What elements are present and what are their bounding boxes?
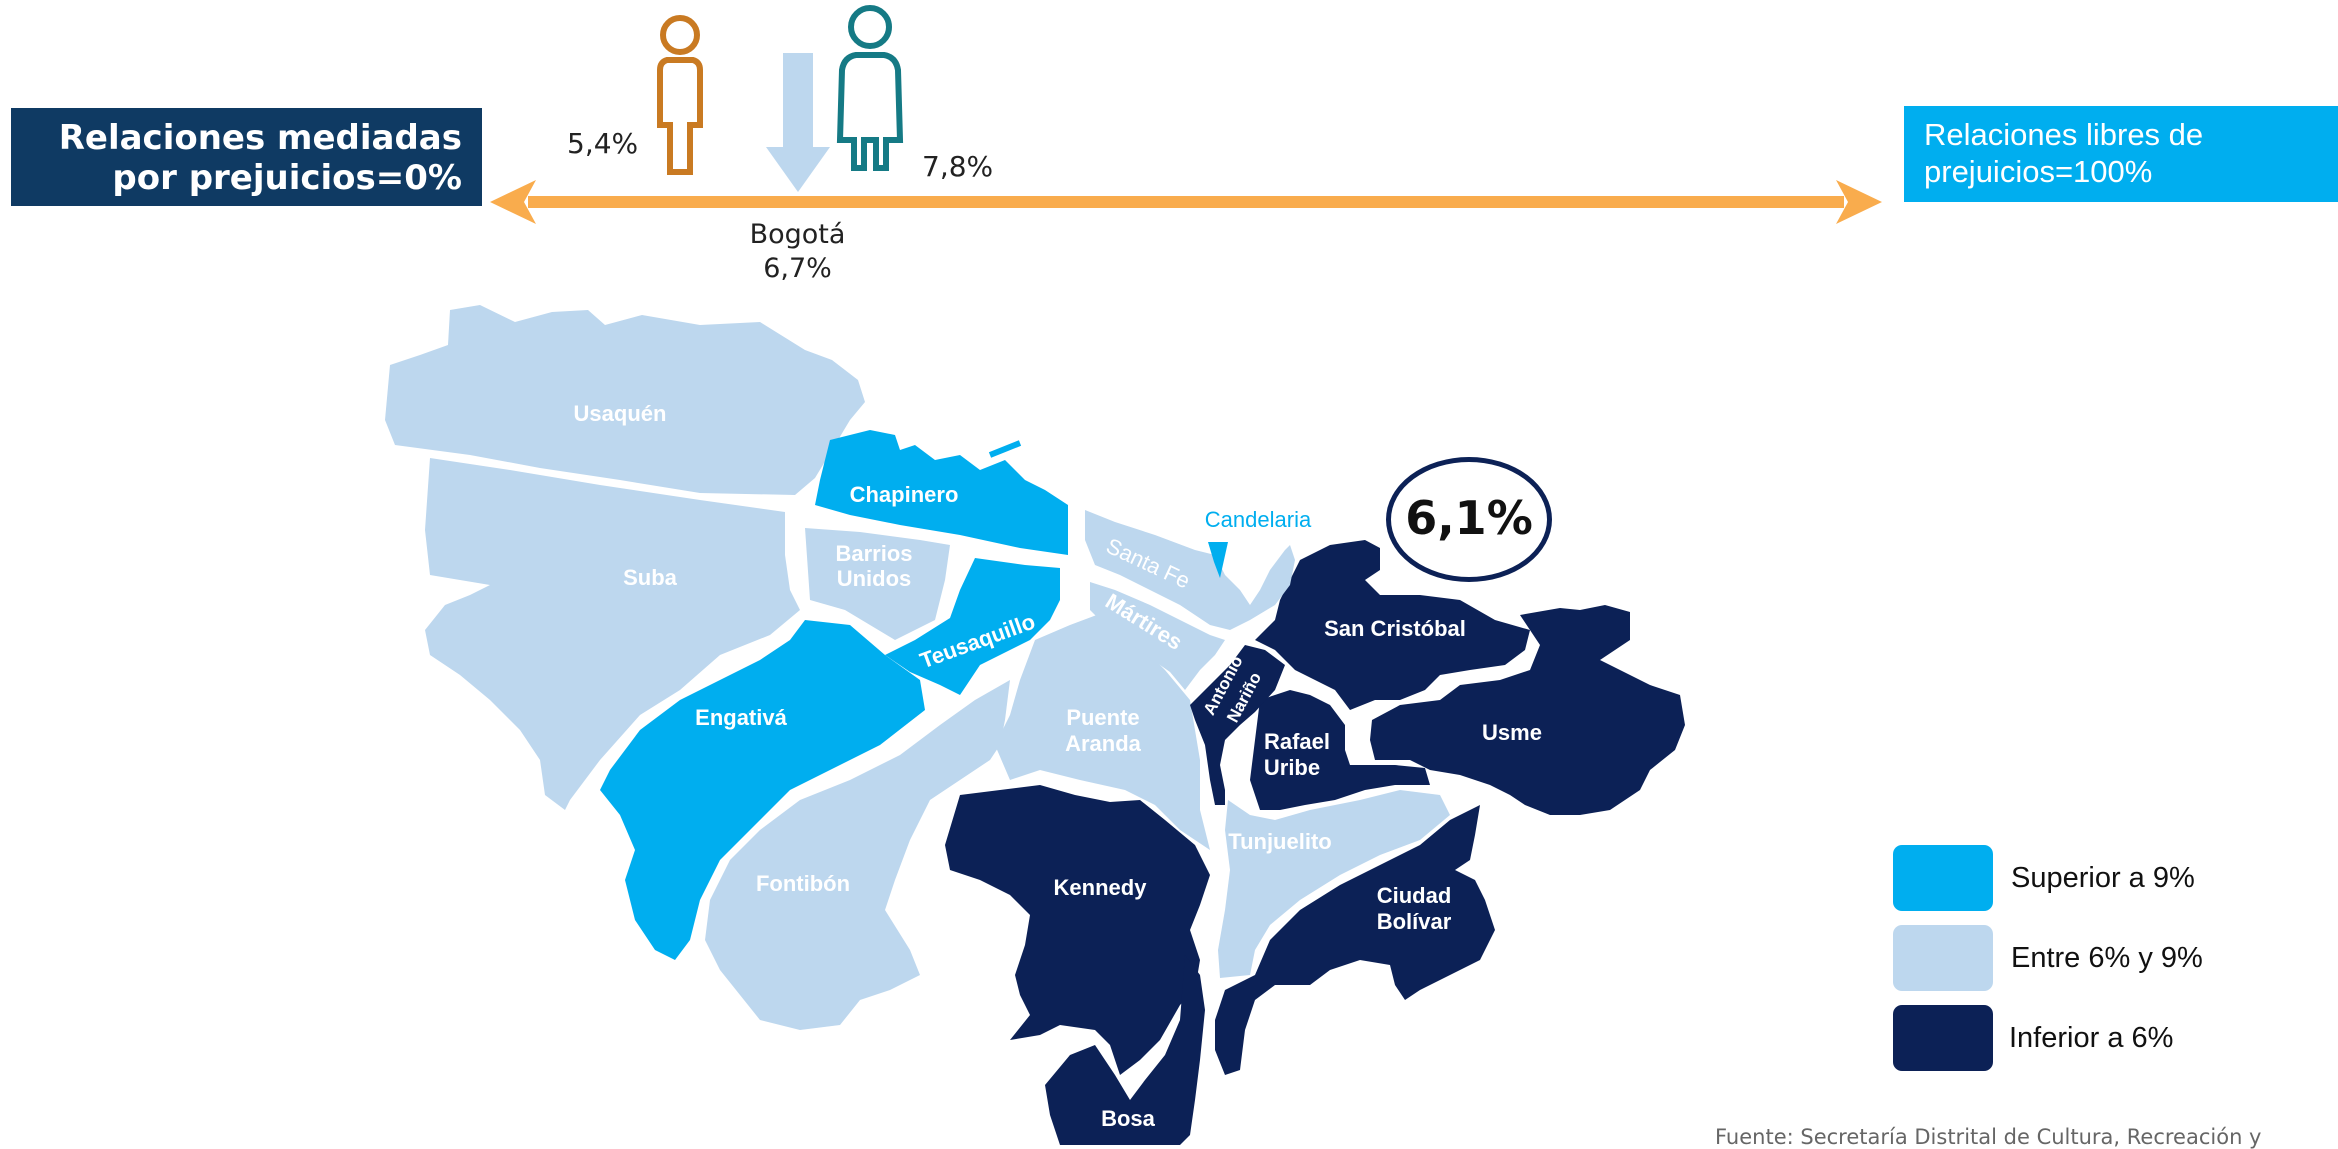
label-ciudad-bolivar-2: Bolívar [1377, 909, 1452, 934]
legend-swatch-high [1893, 845, 1993, 911]
label-engativa: Engativá [695, 705, 787, 730]
locality-suba[interactable] [425, 458, 800, 810]
locality-kennedy[interactable] [945, 785, 1210, 1075]
scale-left-label: Relaciones mediadas por prejuicios=0% [11, 108, 482, 206]
locality-usme[interactable] [1370, 605, 1685, 815]
men-value: 5,4% [567, 127, 639, 160]
legend-item-high: Superior a 9% [1893, 845, 2203, 911]
label-rafael-uribe-1: Rafael [1264, 729, 1330, 754]
bogota-value: Bogotá 6,7% [735, 218, 860, 286]
label-candelaria: Candelaria [1205, 507, 1312, 532]
scale-right-label: Relaciones libres de prejuicios=100% [1904, 106, 2338, 202]
label-rafael-uribe-2: Uribe [1264, 755, 1320, 780]
label-ciudad-bolivar-1: Ciudad [1377, 883, 1452, 908]
locality-santa-fe[interactable] [1085, 510, 1295, 630]
man-icon [657, 15, 703, 175]
source-note: Fuente: Secretaría Distrital de Cultura,… [1715, 1125, 2262, 1149]
label-san-cristobal: San Cristóbal [1324, 616, 1466, 641]
legend-swatch-mid [1893, 925, 1993, 991]
label-suba: Suba [623, 565, 678, 590]
locality-barrios-unidos[interactable] [805, 528, 950, 640]
locality-usaquen[interactable] [385, 305, 865, 495]
locality-ciudad-bolivar[interactable] [1215, 805, 1495, 1075]
label-barrios-unidos-1: Barrios [835, 541, 912, 566]
legend-item-low: Inferior a 6% [1893, 1005, 2203, 1071]
woman-icon [836, 5, 904, 171]
locality-chapinero[interactable] [815, 430, 1068, 555]
locality-antonio-narino[interactable] [1190, 645, 1285, 805]
women-value: 7,8% [922, 150, 994, 183]
locality-engativa[interactable] [600, 620, 925, 960]
legend-label-high: Superior a 9% [2011, 861, 2195, 894]
locality-teusaquillo[interactable] [885, 558, 1060, 695]
locality-puente-aranda[interactable] [995, 610, 1210, 850]
locality-martires[interactable] [1090, 582, 1225, 690]
legend-item-mid: Entre 6% y 9% [1893, 925, 2203, 991]
label-puente-aranda-2: Aranda [1065, 731, 1142, 756]
label-chapinero: Chapinero [850, 482, 959, 507]
label-usaquen: Usaquén [574, 401, 667, 426]
label-barrios-unidos-2: Unidos [837, 566, 912, 591]
locality-fontibon[interactable] [705, 680, 1010, 1030]
scale-graphic [490, 5, 1882, 224]
locality-candelaria[interactable] [1208, 542, 1228, 578]
legend: Superior a 9% Entre 6% y 9% Inferior a 6… [1893, 845, 2203, 1071]
bogota-name: Bogotá [749, 219, 846, 250]
legend-swatch-low [1893, 1005, 1993, 1071]
locality-rafael-uribe[interactable] [1250, 690, 1430, 810]
legend-label-low: Inferior a 6% [2009, 1021, 2174, 1054]
locality-tunjuelito[interactable] [1218, 790, 1450, 978]
locality-san-cristobal[interactable] [1255, 540, 1530, 710]
label-fontibon: Fontibón [756, 871, 850, 896]
label-bosa: Bosa [1101, 1106, 1156, 1131]
bogota-marker-arrow [766, 53, 830, 192]
locality-bosa[interactable] [1045, 955, 1205, 1145]
label-tunjuelito: Tunjuelito [1228, 829, 1331, 854]
chapinero-tip [988, 440, 1022, 458]
label-kennedy: Kennedy [1054, 875, 1148, 900]
legend-label-mid: Entre 6% y 9% [2011, 941, 2203, 974]
bogota-pct: 6,7% [763, 253, 832, 284]
label-usme: Usme [1482, 720, 1542, 745]
highlight-value: 6,1% [1386, 457, 1552, 582]
label-puente-aranda-1: Puente [1066, 705, 1139, 730]
scale-arrow [490, 180, 1882, 224]
